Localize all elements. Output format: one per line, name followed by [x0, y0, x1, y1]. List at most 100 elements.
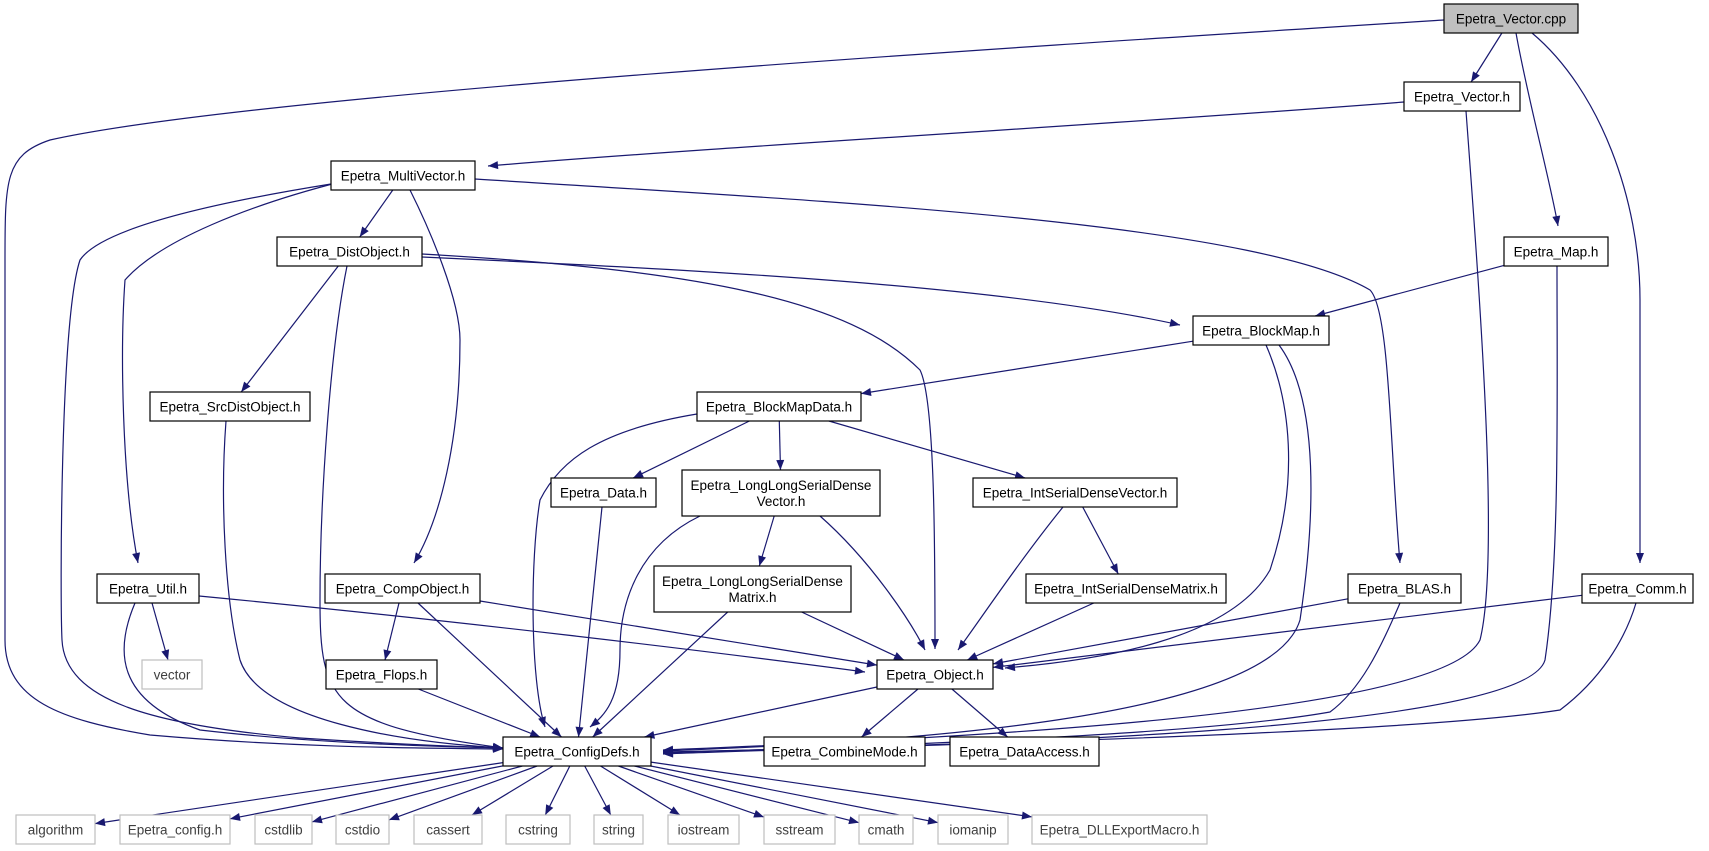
node-box: [96, 573, 200, 604]
node-configdefs-h[interactable]: Epetra_ConfigDefs.h: [502, 736, 652, 767]
edge-llsdvector_h-to-configdefs_h: [589, 515, 701, 728]
node-comm-h[interactable]: Epetra_Comm.h: [1581, 573, 1694, 604]
edge-configdefs_h-to-algorithm: [94, 762, 504, 827]
edge-llsdvector_h-to-object_h: [819, 515, 926, 651]
edge-configdefs_h-to-cassert: [471, 765, 554, 816]
node-label: Epetra_DataAccess.h: [959, 745, 1090, 760]
edge-blockmapdata_h-to-data_h: [632, 420, 750, 479]
node-box: [505, 814, 571, 845]
edge-compobject_h-to-flops_h: [383, 602, 400, 661]
node-algorithm: algorithm: [15, 814, 96, 845]
node-cstdio: cstdio: [335, 814, 390, 845]
node-label: Vector.h: [757, 494, 806, 509]
node-distobject-h[interactable]: Epetra_DistObject.h: [276, 236, 423, 267]
node-box: [254, 814, 313, 845]
arrowhead-icon: [1021, 811, 1032, 820]
arrowhead-icon: [1169, 318, 1180, 327]
node-dataaccess-h[interactable]: Epetra_DataAccess.h: [949, 736, 1100, 767]
node-label: Epetra_Flops.h: [336, 668, 428, 683]
edge-distobject_h-to-blockmap_h: [421, 256, 1181, 327]
edge-llsdmatrix_h-to-configdefs_h: [592, 611, 729, 738]
node-combinemode-h[interactable]: Epetra_CombineMode.h: [763, 736, 926, 767]
arrowhead-icon: [592, 727, 603, 737]
node-box: [653, 565, 852, 613]
edge-configdefs_h-to-dllexport_h: [650, 761, 1033, 820]
arrowhead-icon: [848, 816, 859, 825]
node-box: [276, 236, 423, 267]
arrowhead-icon: [538, 716, 546, 727]
node-compobject-h[interactable]: Epetra_CompObject.h: [324, 573, 481, 604]
node-label: Epetra_Vector.cpp: [1456, 12, 1566, 27]
node-label: Epetra_Data.h: [560, 486, 647, 501]
node-iomanip: iomanip: [937, 814, 1009, 845]
edge-multivector_h-to-blas_h: [474, 178, 1404, 564]
edge-data_h-to-configdefs_h: [575, 506, 603, 738]
node-label: cstdio: [345, 823, 380, 838]
node-blockmapdata-h[interactable]: Epetra_BlockMapData.h: [696, 391, 862, 422]
edge-configdefs_h-to-cmath: [634, 765, 860, 825]
arrowhead-icon: [312, 815, 323, 824]
edge-flops_h-to-configdefs_h: [418, 688, 541, 738]
arrowhead-icon: [663, 749, 674, 758]
arrowhead-icon: [1552, 215, 1561, 226]
node-flops-h[interactable]: Epetra_Flops.h: [325, 659, 438, 690]
node-label: Epetra_BLAS.h: [1358, 582, 1451, 597]
arrowhead-icon: [916, 639, 925, 650]
arrowhead-icon: [861, 388, 872, 396]
node-box: [1192, 315, 1330, 346]
node-label: Epetra_CombineMode.h: [771, 745, 917, 760]
node-box: [550, 477, 657, 508]
node-blas-h[interactable]: Epetra_BLAS.h: [1347, 573, 1462, 604]
node-blockmap-h[interactable]: Epetra_BlockMap.h: [1192, 315, 1330, 346]
arrowhead-icon: [1315, 309, 1326, 318]
arrowhead-icon: [854, 666, 865, 675]
node-multivector-h[interactable]: Epetra_MultiVector.h: [330, 160, 476, 191]
node-util-h[interactable]: Epetra_Util.h: [96, 573, 200, 604]
node-srcdistobject-h[interactable]: Epetra_SrcDistObject.h: [149, 391, 311, 422]
arrowhead-icon: [866, 659, 877, 668]
arrowhead-icon: [95, 818, 106, 827]
node-cmath: cmath: [858, 814, 914, 845]
arrowhead-icon: [529, 729, 541, 738]
edge-isdvector_h-to-object_h: [957, 506, 1064, 651]
edge-distobject_h-to-object_h: [421, 253, 939, 650]
arrowhead-icon: [359, 226, 369, 237]
edge-multivector_h-to-distobject_h: [359, 189, 394, 238]
arrowhead-icon: [1471, 71, 1480, 82]
node-vector-h[interactable]: Epetra_Vector.h: [1403, 81, 1521, 112]
node-isdmatrix-h[interactable]: Epetra_IntSerialDenseMatrix.h: [1025, 573, 1227, 604]
node-map-h[interactable]: Epetra_Map.h: [1503, 236, 1609, 267]
edge-configdefs_h-to-cstring: [544, 765, 571, 816]
arrowhead-icon: [861, 727, 872, 737]
node-label: cstring: [518, 823, 558, 838]
node-object-h[interactable]: Epetra_Object.h: [876, 659, 994, 690]
arrowhead-icon: [1110, 563, 1119, 574]
node-vector-cpp[interactable]: Epetra_Vector.cpp: [1443, 3, 1579, 34]
arrowhead-icon: [545, 804, 554, 815]
node-data-h[interactable]: Epetra_Data.h: [550, 477, 657, 508]
node-box: [413, 814, 483, 845]
node-isdvector-h[interactable]: Epetra_IntSerialDenseVector.h: [972, 477, 1178, 508]
node-dllexport-h: Epetra_DLLExportMacro.h: [1031, 814, 1208, 845]
edge-vector_h-to-multivector_h: [487, 101, 1405, 170]
node-label: Epetra_IntSerialDenseVector.h: [983, 486, 1168, 501]
node-box: [1403, 81, 1521, 112]
edge-compobject_h-to-configdefs_h: [417, 602, 562, 738]
node-label: Epetra_LongLongSerialDense: [662, 574, 843, 589]
node-box: [593, 814, 644, 845]
edge-blockmapdata_h-to-isdvector_h: [828, 420, 1026, 480]
node-label: Epetra_Comm.h: [1588, 582, 1686, 597]
arrowhead-icon: [1636, 553, 1644, 563]
node-label: string: [602, 823, 635, 838]
node-box: [324, 573, 481, 604]
arrowhead-icon: [1395, 552, 1404, 563]
edge-llsdvector_h-to-llsdmatrix_h: [758, 515, 775, 567]
arrowhead-icon: [551, 727, 562, 737]
edge-multivector_h-to-util_h: [121, 181, 341, 564]
arrowhead-icon: [753, 809, 764, 818]
node-label: cmath: [868, 823, 905, 838]
node-cstdlib: cstdlib: [254, 814, 313, 845]
node-box: [325, 659, 438, 690]
